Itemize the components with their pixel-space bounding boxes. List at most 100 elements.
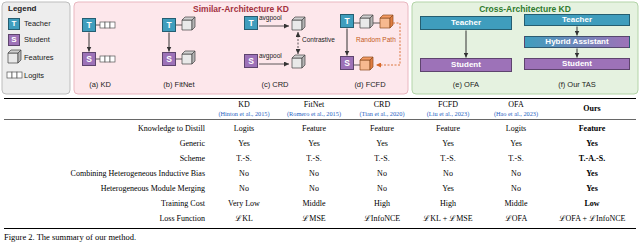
table-cell: T.-S. xyxy=(208,155,280,163)
table-cell: FCFD xyxy=(388,101,508,109)
legend-text: Features xyxy=(24,54,54,62)
panel-heading: Cross-Architecture KD xyxy=(412,5,638,14)
logits-bar xyxy=(7,72,22,78)
model-box: S xyxy=(244,54,258,68)
figure-label: (d) FCFD xyxy=(310,81,430,89)
table-cell: Ours xyxy=(532,105,640,113)
box-label: S xyxy=(166,55,172,64)
table-cell: Low xyxy=(556,200,628,208)
legend-text: Logits xyxy=(24,72,44,80)
feature-cube xyxy=(292,55,305,68)
table-cell: (Romero et al., 2015) xyxy=(274,111,354,118)
box-label: S xyxy=(248,57,254,66)
figure-caption: Figure 2. The summary of our method. xyxy=(4,233,136,242)
arrow xyxy=(259,26,289,27)
table-cell: ℒOFA xyxy=(480,215,552,223)
feature-cube xyxy=(360,57,373,70)
distill-arrow xyxy=(89,33,90,52)
table-cell: No xyxy=(208,170,280,178)
wire xyxy=(96,25,100,59)
table-cell: No xyxy=(346,185,418,193)
distill-arrow xyxy=(169,33,170,52)
figure-label: (a) KD xyxy=(40,81,160,89)
table-cell: Yes xyxy=(412,185,484,193)
table-cell: Knowledge to Distill xyxy=(5,125,205,133)
table-cell: Feature xyxy=(412,125,484,133)
group-panel: Cross-Architecture KD TeacherStudent Teach… xyxy=(412,2,638,94)
table-cell: ℒInfoNCE xyxy=(346,215,418,223)
table-cell: (Liu et al., 2023) xyxy=(408,111,488,118)
model-box: S xyxy=(82,52,96,66)
table-cell: Generic xyxy=(5,140,205,148)
distill-arrow xyxy=(577,27,578,36)
table-cell: Yes xyxy=(278,140,350,148)
figure-label: avgpool xyxy=(259,53,282,60)
table-cell: (Hinton et al., 2015) xyxy=(204,111,284,118)
table-cell: T.-S. xyxy=(480,155,552,163)
table-cell: Yes xyxy=(556,140,628,148)
table-cell: ℒKL + ℒMSE xyxy=(412,215,484,223)
legend-panel xyxy=(2,2,70,94)
box-label: Teacher xyxy=(562,16,592,24)
table-cell: Combining Heterogeneous Inductive Bias xyxy=(5,170,205,178)
table-rule xyxy=(4,228,636,229)
table-cell: No xyxy=(278,185,350,193)
table-cell: Logits xyxy=(208,125,280,133)
feature-cube xyxy=(360,15,373,28)
box-label: Student xyxy=(562,60,592,68)
figure-label: Legend xyxy=(8,5,36,13)
table-cell: FitNet xyxy=(254,101,374,109)
table-cell: Middle xyxy=(480,200,552,208)
box-label: T xyxy=(86,21,91,30)
box-label: S xyxy=(86,55,92,64)
box-label: Teacher xyxy=(451,19,481,27)
box-label: T xyxy=(166,21,171,30)
feature-cube xyxy=(380,15,393,28)
table-cell: Feature xyxy=(556,125,628,133)
arrow xyxy=(259,64,289,65)
table-cell: (Hao et al., 2023) xyxy=(476,111,556,118)
feature-cube xyxy=(182,51,195,64)
table-cell: Training Cost xyxy=(5,200,205,208)
table-cell: (Tian et al., 2020) xyxy=(342,111,422,118)
figure-label: (c) CRD xyxy=(215,81,335,89)
model-box: T xyxy=(162,18,176,32)
box-label: S xyxy=(344,59,350,68)
table-cell: No xyxy=(412,170,484,178)
distill-arrow xyxy=(577,49,578,58)
table-cell: Yes xyxy=(412,140,484,148)
table-cell: High xyxy=(346,200,418,208)
figure-label: avgpool xyxy=(259,15,282,22)
table-cell: ℒMSE xyxy=(278,215,350,223)
table-cell: Heterogeneous Module Merging xyxy=(5,185,205,193)
figure-label: S xyxy=(8,36,20,44)
table-cell: Yes xyxy=(346,140,418,148)
table-rule xyxy=(4,119,636,120)
legend-text: Teacher xyxy=(24,20,51,28)
random-path xyxy=(376,23,400,65)
feature-cube xyxy=(292,17,305,30)
table-cell: Yes xyxy=(556,185,628,193)
box-label: T xyxy=(344,17,349,26)
table-cell: T.-S. xyxy=(278,155,350,163)
table-cell: Loss Function xyxy=(5,215,205,223)
model-box: Student xyxy=(524,58,630,70)
figure-label: (b) FitNet xyxy=(119,81,239,89)
table-cell: CRD xyxy=(322,101,442,109)
table-cell: ℒOFA + ℒInfoNCE xyxy=(556,215,628,223)
model-box: S xyxy=(340,56,354,70)
table-cell: No xyxy=(480,185,552,193)
table-cell: High xyxy=(412,200,484,208)
contrastive-link xyxy=(298,32,299,54)
legend-text: Student xyxy=(24,36,50,44)
table-cell: OFA xyxy=(456,101,576,109)
table-rule xyxy=(4,98,636,99)
box-label: Hybrid Assistant xyxy=(545,38,608,46)
table-cell: Scheme xyxy=(5,155,205,163)
logits-bar xyxy=(100,56,115,62)
distill-arrow xyxy=(466,31,467,58)
figure-label: (f) Our TAS xyxy=(517,81,637,89)
wire xyxy=(176,25,182,59)
model-box: Teacher xyxy=(524,14,630,26)
model-box: T xyxy=(244,16,258,30)
